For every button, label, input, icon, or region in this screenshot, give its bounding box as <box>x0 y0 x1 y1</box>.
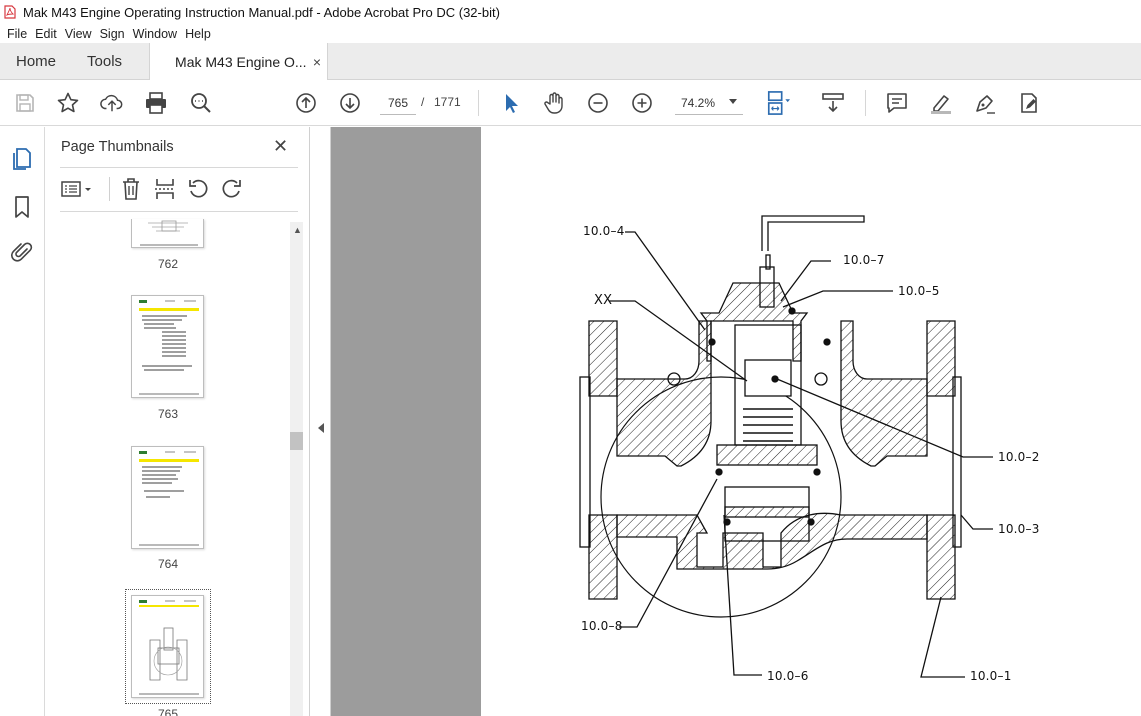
toolbar-separator <box>478 90 479 116</box>
toolbar-separator <box>865 90 866 116</box>
navigation-rail <box>0 127 45 716</box>
page-thumbnail-763[interactable] <box>131 295 204 398</box>
menu-bar: File Edit View Sign Window Help <box>0 24 1141 43</box>
tab-tools[interactable]: Tools <box>87 52 123 70</box>
delete-page-icon[interactable] <box>119 177 143 201</box>
rotate-counterclockwise-icon[interactable] <box>186 177 210 201</box>
tab-document[interactable]: Mak M43 Engine O... × <box>149 43 329 81</box>
fill-sign-icon[interactable] <box>1017 91 1041 115</box>
page-total: 1771 <box>434 95 461 109</box>
callout-label: 10.0–2 <box>998 450 1040 464</box>
attachment-icon[interactable] <box>10 240 34 264</box>
zoom-dropdown[interactable]: 74.2% <box>675 91 743 115</box>
page-thumbnails-panel: Page Thumbnails ✕ 762 763 764 765 ▲ <box>46 127 310 716</box>
callout-label: XX <box>594 293 613 308</box>
thumbnail-page-label: 764 <box>157 557 179 571</box>
tab-home[interactable]: Home <box>16 52 57 70</box>
page-number-input[interactable]: 765 <box>380 91 416 115</box>
callout-label: 10.0–5 <box>898 284 940 298</box>
page-thumbnail-765[interactable] <box>131 595 204 698</box>
comment-icon[interactable] <box>885 91 909 115</box>
callout-label: 10.0–8 <box>581 619 623 633</box>
page-thumbnail-762[interactable] <box>131 219 204 248</box>
split-page-icon[interactable] <box>153 177 177 201</box>
thumbnail-options-icon[interactable] <box>60 177 94 201</box>
chevron-down-icon[interactable] <box>729 99 737 104</box>
callout-label: 10.0–7 <box>843 253 885 267</box>
menu-edit[interactable]: Edit <box>35 26 57 41</box>
window-title: Mak M43 Engine Operating Instruction Man… <box>23 4 500 20</box>
menu-sign[interactable]: Sign <box>99 26 125 41</box>
menu-help[interactable]: Help <box>185 26 211 41</box>
zoom-in-icon[interactable] <box>630 91 654 115</box>
close-panel-icon[interactable]: ✕ <box>273 136 289 156</box>
callout-label: 10.0–4 <box>583 224 625 238</box>
thumbnail-scrollbar[interactable]: ▲ <box>290 222 303 716</box>
main-toolbar <box>0 80 1141 126</box>
menu-view[interactable]: View <box>64 26 92 41</box>
page-fit-icon[interactable] <box>766 91 790 115</box>
next-page-icon[interactable] <box>338 91 362 115</box>
bookmark-icon[interactable] <box>10 195 34 219</box>
star-icon[interactable] <box>56 91 80 115</box>
rotate-clockwise-icon[interactable] <box>220 177 244 201</box>
callout-label: 10.0–1 <box>970 669 1012 683</box>
panel-toolbar-separator <box>109 177 110 201</box>
page-thumbnails-icon[interactable] <box>10 147 34 171</box>
callout-label: 10.0–6 <box>767 669 809 683</box>
thumbnail-page-label: 763 <box>157 407 179 421</box>
valve-cross-section-drawing <box>579 215 993 678</box>
highlight-pen-icon[interactable] <box>929 91 953 115</box>
close-tab-icon[interactable]: × <box>312 54 322 70</box>
thumbnail-page-label: 762 <box>157 257 179 271</box>
panel-splitter[interactable] <box>311 127 331 716</box>
previous-page-icon[interactable] <box>294 91 318 115</box>
panel-divider <box>60 167 298 168</box>
menu-file[interactable]: File <box>7 26 28 41</box>
sign-pen-icon[interactable] <box>973 91 997 115</box>
selected-thumbnail-frame <box>125 589 211 704</box>
zoom-search-icon[interactable] <box>189 91 213 115</box>
scrollbar-thumb[interactable] <box>290 432 303 450</box>
menu-window[interactable]: Window <box>132 26 178 41</box>
callout-label: 10.0–3 <box>998 522 1040 536</box>
document-viewport[interactable]: 10.0–4 10.0–7 10.0–5 XX 10.0–2 10.0–3 10… <box>331 127 1141 716</box>
print-icon[interactable] <box>144 91 168 115</box>
page-separator: / <box>421 95 425 109</box>
select-cursor-icon[interactable] <box>498 91 522 115</box>
upload-cloud-icon[interactable] <box>100 91 124 115</box>
zoom-out-icon[interactable] <box>586 91 610 115</box>
collapse-panel-icon[interactable] <box>318 423 324 433</box>
acrobat-app-icon <box>4 5 16 19</box>
panel-divider <box>60 211 298 212</box>
page-thumbnail-764[interactable] <box>131 446 204 549</box>
panel-title: Page Thumbnails <box>61 139 174 155</box>
scroll-mode-icon[interactable] <box>821 91 845 115</box>
scroll-up-icon[interactable]: ▲ <box>293 225 302 235</box>
pdf-page: 10.0–4 10.0–7 10.0–5 XX 10.0–2 10.0–3 10… <box>481 127 1141 716</box>
thumbnail-page-label: 765 <box>157 707 179 716</box>
document-tab-label: Mak M43 Engine O... <box>175 54 307 70</box>
save-icon[interactable] <box>13 91 37 115</box>
tab-bar: Home Tools Mak M43 Engine O... × <box>0 43 1141 81</box>
title-bar: Mak M43 Engine Operating Instruction Man… <box>0 0 1141 24</box>
hand-tool-icon[interactable] <box>542 91 566 115</box>
